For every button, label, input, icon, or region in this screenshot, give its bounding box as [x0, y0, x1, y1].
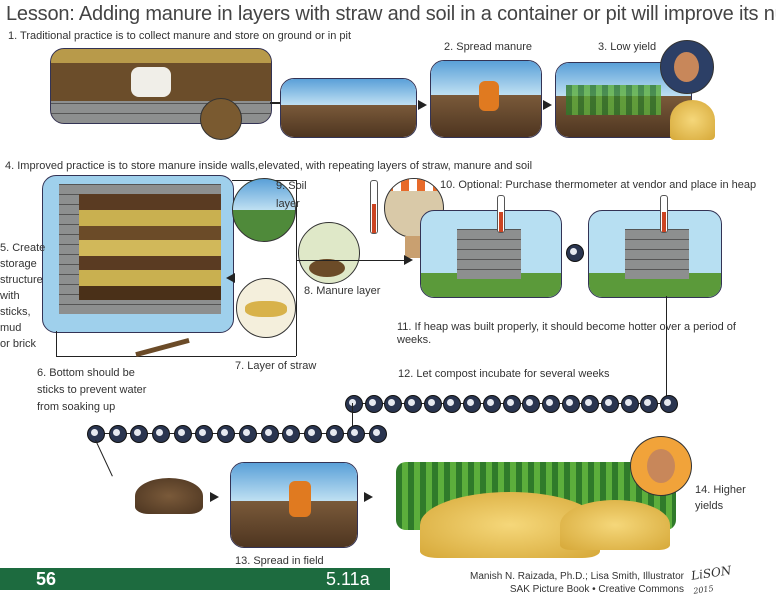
spread-manure-illustration: [430, 60, 542, 138]
bead-icon: [463, 395, 482, 413]
bead-icon: [581, 395, 600, 413]
happy-farmer-face-icon: [630, 436, 692, 496]
bead-icon: [369, 425, 387, 443]
bead-icon: [600, 395, 619, 413]
step-7-label: 7. Layer of straw: [235, 360, 317, 372]
bead-icon: [325, 425, 344, 443]
heap-illustration-1: [420, 210, 562, 298]
step-10-label: 10. Optional: Purchase thermometer at ve…: [440, 179, 757, 191]
hot-thermometer-icon: [660, 195, 668, 233]
bead-icon: [384, 395, 403, 413]
section-number: 5.11a: [326, 569, 370, 589]
bead-icon: [566, 244, 584, 262]
grain-pile-icon: [560, 500, 670, 550]
step-2-label: 2. Spread manure: [444, 41, 533, 53]
sad-farmer-face-icon: [660, 40, 714, 94]
arrow-icon: [364, 492, 373, 502]
step-4-label: 4. Improved practice is to store manure …: [5, 160, 533, 172]
bead-icon: [522, 395, 541, 413]
compost-pile-icon: [135, 478, 203, 514]
arrow-icon: [210, 492, 219, 502]
manure-layer-icon: [298, 222, 360, 284]
bead-icon: [217, 425, 236, 443]
bead-icon: [108, 425, 127, 443]
heap-illustration-2: [588, 210, 722, 298]
bead-icon: [541, 395, 560, 413]
lesson-title: Lesson: Adding manure in layers with str…: [6, 3, 776, 25]
bead-icon: [195, 425, 214, 443]
sticks-icon: [135, 337, 190, 358]
step-13-label: 13. Spread in field: [235, 555, 324, 567]
bead-icon: [347, 425, 366, 443]
bead-icon: [640, 395, 659, 413]
manure-on-ground-icon: [200, 98, 242, 140]
manure-pit-illustration: [280, 78, 417, 138]
step-8-label: 8. Manure layer: [304, 285, 381, 297]
arrow-icon: [418, 100, 427, 110]
bead-icon: [130, 425, 149, 443]
spread-in-field-illustration: [230, 462, 358, 548]
bead-icon: [345, 395, 363, 413]
bead-icon: [660, 395, 678, 413]
arrow-icon: [543, 100, 552, 110]
bead-icon: [364, 395, 383, 413]
bead-icon: [502, 395, 521, 413]
step-12-label: 12. Let compost incubate for several wee…: [398, 368, 610, 380]
bead-icon: [423, 395, 442, 413]
compost-structure-illustration: [42, 175, 234, 333]
step-11-label: 11. If heap was built properly, it shoul…: [397, 321, 736, 346]
credits: Manish N. Raizada, Ph.D.; Lisa Smith, Il…: [470, 571, 684, 595]
bead-icon: [238, 425, 257, 443]
bead-icon: [282, 425, 301, 443]
bead-icon: [620, 395, 639, 413]
step-1-label: 1. Traditional practice is to collect ma…: [8, 30, 352, 42]
bead-icon: [303, 425, 322, 443]
straw-layer-icon: [236, 278, 296, 338]
bead-icon: [561, 395, 580, 413]
page-number: 56: [36, 569, 57, 589]
thermometer-icon: [370, 180, 378, 234]
bead-icon: [260, 425, 279, 443]
bead-icon: [443, 395, 462, 413]
arrow-icon: [226, 273, 235, 283]
arrow-icon: [404, 255, 413, 265]
soil-layer-icon: [232, 178, 296, 242]
bead-icon: [404, 395, 423, 413]
bead-icon: [482, 395, 501, 413]
heap-thermometer-icon: [497, 195, 505, 233]
bead-icon: [173, 425, 192, 443]
step-3-label: 3. Low yield: [598, 41, 657, 53]
bead-icon: [152, 425, 171, 443]
small-grain-pile-icon: [670, 100, 715, 140]
footer-bar: 56 5.11a: [0, 568, 390, 590]
